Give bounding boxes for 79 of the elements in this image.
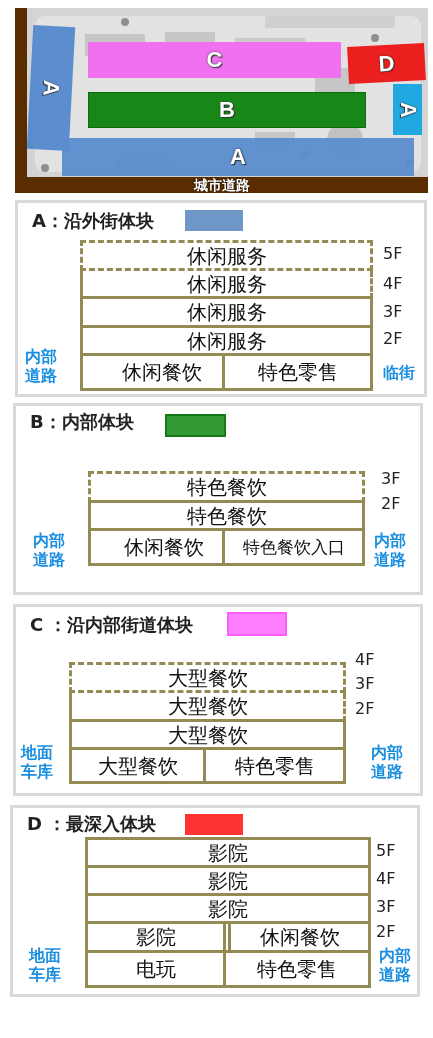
zone-label: 影院 [208, 841, 248, 864]
floor-label: 3F [381, 470, 401, 488]
floor-label: 3F [376, 898, 396, 916]
zone-label: 休闲服务 [186, 272, 267, 295]
zone-label: 影院 [208, 869, 248, 892]
zone-label: 大型餐饮 [167, 666, 248, 689]
section-heading: C ：沿内部街道体块 [30, 614, 194, 636]
floor-label: 4F [355, 651, 375, 669]
zone-label: 影院 [208, 897, 248, 920]
floor-label: 3F [355, 675, 375, 693]
zone-label: 大型餐饮 [167, 695, 248, 717]
block-letter: B [219, 99, 235, 121]
floor-label: 2F [376, 923, 396, 941]
floor-section [85, 921, 226, 953]
zone-label: 特色零售 [234, 754, 315, 777]
highlighted-block [62, 138, 414, 176]
highlighted-block [393, 84, 422, 135]
block-letter: A [396, 101, 419, 118]
info-panel [15, 200, 427, 397]
zone-label: 影院 [135, 926, 176, 948]
road-name: 城市道路 [193, 177, 250, 193]
zone-label: 休闲服务 [186, 301, 267, 323]
zone-label: 电玩 [135, 958, 176, 980]
road-label: 内部道路 [371, 743, 404, 781]
floor-section [222, 353, 373, 391]
floor-section [80, 296, 373, 328]
floor-section [69, 747, 206, 784]
zone-label: 特色零售 [257, 361, 338, 383]
floor-section [88, 471, 365, 503]
zone-label: 特色餐饮 [186, 504, 267, 527]
floor-section [80, 240, 373, 271]
floor-section [88, 528, 225, 566]
road-label: 地面车库 [29, 946, 62, 984]
section-heading: A：沿外街体块 [32, 210, 154, 232]
floor-label: 3F [383, 303, 403, 321]
floor-label: 4F [383, 275, 403, 293]
floor-label: 5F [383, 245, 403, 263]
floor-section [222, 528, 365, 566]
section-heading: B：内部体块 [30, 411, 134, 433]
info-panel [10, 805, 420, 997]
info-panel [13, 604, 423, 796]
floor-section [80, 353, 225, 391]
road-label: 内部道路 [25, 347, 58, 385]
block-letter: A [39, 79, 63, 97]
zone-label: 休闲餐饮 [259, 926, 340, 948]
zone-label: 特色餐饮入口 [242, 537, 345, 557]
road-label: 地面车库 [21, 743, 54, 781]
floor-label: 5F [376, 842, 396, 860]
block-letter: C [206, 49, 223, 71]
road-label: 内部道路 [374, 531, 407, 569]
zone-label: 特色餐饮 [186, 476, 267, 498]
floor-label: 2F [381, 495, 401, 513]
road-label: 内部道路 [33, 531, 66, 569]
info-panel [13, 403, 423, 595]
floor-section [203, 747, 346, 784]
highlighted-block [88, 92, 366, 128]
zone-label: 休闲餐饮 [121, 361, 202, 383]
floor-label: 2F [355, 700, 375, 718]
zone-label: 休闲服务 [186, 244, 267, 267]
zone-label: 休闲服务 [186, 329, 267, 352]
road-band [15, 177, 428, 193]
highlighted-block [88, 42, 341, 78]
section-heading: D ：最深入体块 [27, 813, 157, 835]
highlighted-block [347, 43, 426, 84]
floor-section [69, 662, 346, 693]
floor-section [223, 950, 371, 988]
floor-label: 4F [376, 870, 396, 888]
zone-label: 特色零售 [257, 958, 337, 980]
zone-label: 大型餐饮 [97, 754, 178, 777]
block-letter: D [378, 52, 395, 75]
zone-label: 休闲餐饮 [123, 536, 204, 558]
floor-section [85, 950, 226, 988]
block-letter: A [230, 146, 246, 168]
zone-label: 大型餐饮 [167, 723, 248, 746]
floor-section [80, 271, 373, 299]
road-label: 临街 [383, 363, 416, 382]
floor-label: 2F [383, 330, 403, 348]
road-label: 内部道路 [379, 946, 412, 984]
floor-section [228, 921, 371, 953]
